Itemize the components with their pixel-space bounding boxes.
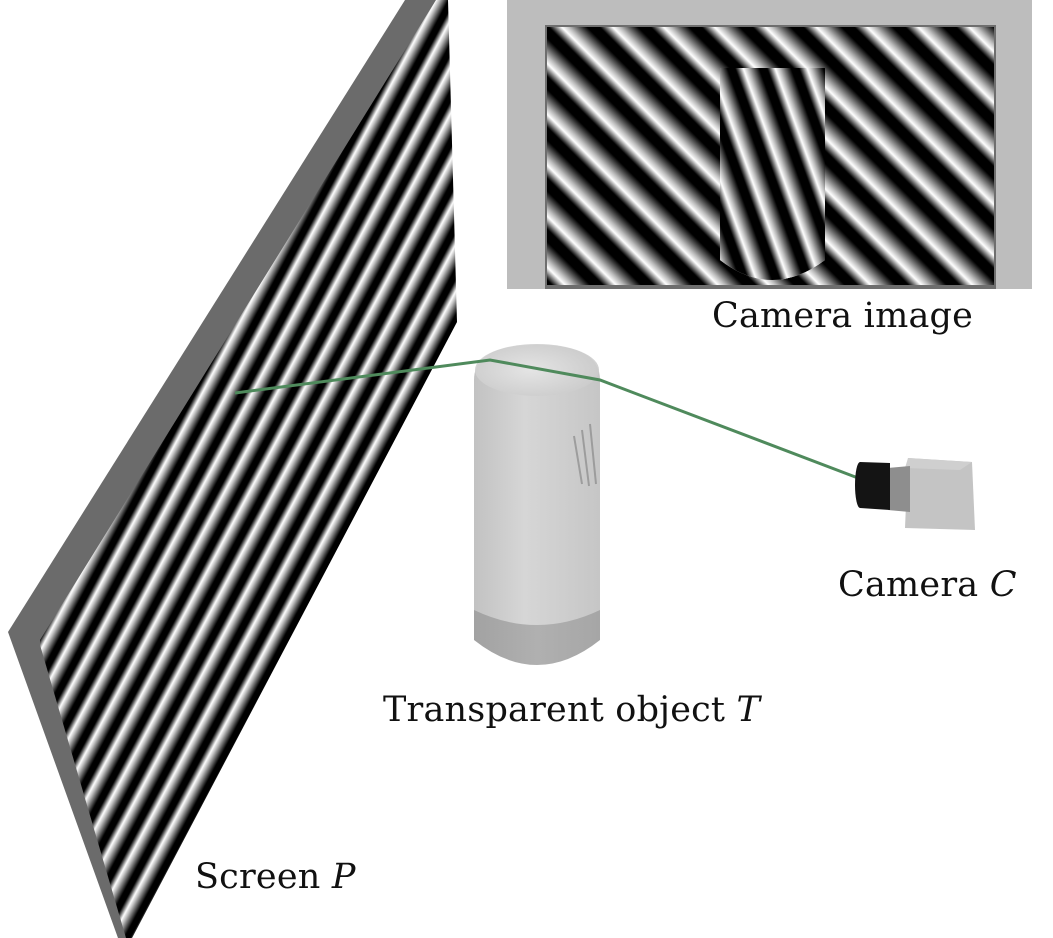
camera-label-var: C bbox=[989, 565, 1017, 605]
camera-c-label: Camera C bbox=[838, 565, 1017, 605]
camera-image-cylinder bbox=[720, 68, 825, 280]
camera-body bbox=[905, 458, 975, 530]
transparent-cylinder bbox=[474, 344, 600, 665]
screen-label-text: Screen bbox=[195, 857, 321, 897]
camera-image-label-text: Camera image bbox=[712, 296, 974, 336]
screen-p bbox=[8, 0, 457, 938]
transparent-object-label: Transparent object T bbox=[383, 690, 760, 730]
camera-c bbox=[855, 458, 975, 530]
object-label-var: T bbox=[736, 690, 761, 730]
camera-lens-icon bbox=[860, 462, 890, 510]
light-ray bbox=[234, 358, 859, 480]
screen-p-label: Screen P bbox=[195, 857, 356, 897]
object-label-text: Transparent object bbox=[383, 690, 726, 730]
camera-image-inset bbox=[507, 0, 1032, 289]
camera-lens-ring bbox=[888, 466, 910, 512]
camera-image-label: Camera image bbox=[712, 296, 973, 336]
screen-label-var: P bbox=[331, 857, 356, 897]
refraction-streaks bbox=[573, 423, 597, 487]
screen-stripes bbox=[40, 0, 457, 938]
camera-label-text: Camera bbox=[838, 565, 979, 605]
